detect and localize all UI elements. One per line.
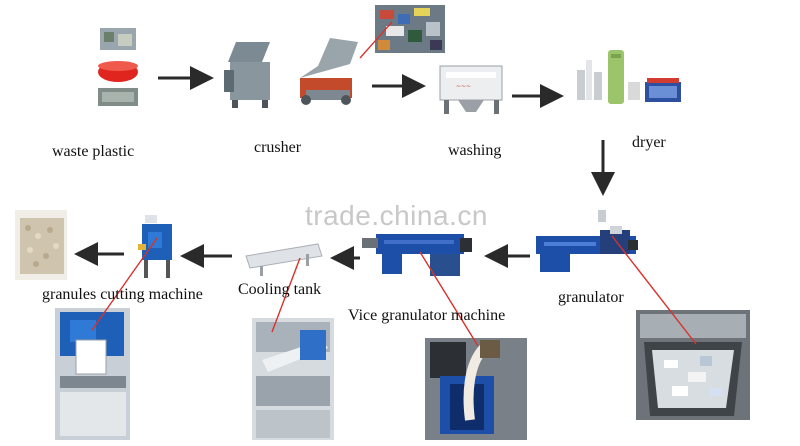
label-granulator: granulator xyxy=(558,289,624,307)
washing-machine-image: ~~~ xyxy=(440,66,502,114)
cooling-tank-closeup-photo xyxy=(252,318,334,440)
crusher-machine-image xyxy=(224,38,358,108)
granulator-machine-image xyxy=(536,210,638,272)
watermark-text: trade.china.cn xyxy=(305,200,488,232)
label-cooling-tank: Cooling tank xyxy=(238,281,321,299)
granulator-closeup-photo xyxy=(636,310,750,420)
granules-cutting-machine-image xyxy=(138,215,172,278)
vice-granulator-machine-image xyxy=(362,234,472,276)
dryer-machine-image xyxy=(577,50,681,104)
label-vice-granulator-machine: Vice granulator machine xyxy=(348,307,505,325)
granules-cutting-closeup-photo xyxy=(55,308,130,440)
vice-granulator-closeup-photo xyxy=(425,338,527,440)
label-waste-plastic: waste plastic xyxy=(52,143,134,161)
label-washing: washing xyxy=(448,142,501,160)
label-crusher: crusher xyxy=(254,139,301,157)
cooling-tank-image xyxy=(246,244,322,276)
label-granules-cutting-machine: granules cutting machine xyxy=(42,286,203,304)
waste-plastic-images xyxy=(98,28,138,106)
svg-text:~~~: ~~~ xyxy=(456,83,471,90)
granules-photo xyxy=(15,210,67,280)
label-dryer: dryer xyxy=(632,134,666,152)
